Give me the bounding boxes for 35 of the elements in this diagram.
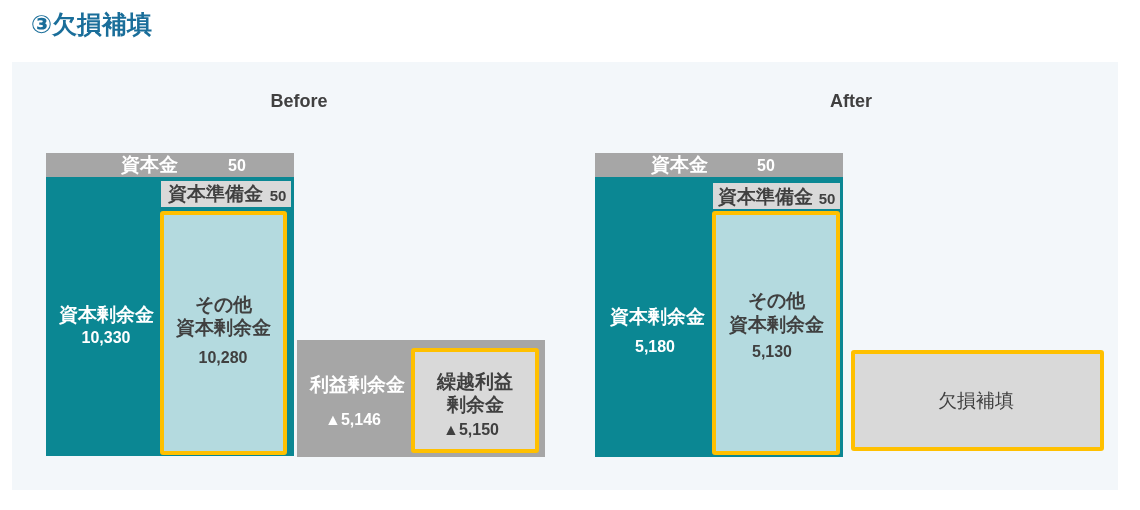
amount-label: 10,280 [198,348,248,368]
header-bar [46,153,294,177]
amount-label: 50 [228,156,246,176]
highlighted-box [712,211,840,455]
account-box [713,183,840,209]
amount-label: 5,130 [752,342,792,362]
account-label: 欠損補填 [938,389,1014,413]
account-label: 繰越利益剰余金 [435,370,514,416]
highlighted-box [160,211,287,455]
account-label: その他資本剰余金 [174,293,272,339]
account-label: 資本金 [120,153,178,177]
amount-label: 50 [757,156,775,176]
highlighted-box [851,350,1104,451]
account-label: 資本準備金 [717,185,813,209]
amount-label: ▲5,146 [325,410,381,430]
highlighted-box [411,348,539,453]
account-label: 資本剰余金 [58,303,154,327]
column-heading: Before [270,89,328,113]
account-box [297,340,545,457]
account-label: 利益剰余金 [309,373,405,397]
account-label: 資本金 [650,153,708,177]
account-box [161,181,291,207]
header-bar [595,153,843,177]
amount-label: 50 [818,188,836,208]
account-label: その他資本剰余金 [727,289,825,337]
account-label: 資本剰余金 [609,305,705,329]
amount-label: 10,330 [81,328,131,348]
account-column [595,177,843,457]
account-label: 資本準備金 [167,182,263,206]
amount-label: 50 [269,185,287,205]
amount-label: 5,180 [635,337,675,357]
account-column [46,177,294,456]
title: ③欠損補填 [31,9,153,40]
column-heading: After [830,89,872,113]
amount-label: ▲5,150 [443,420,499,440]
